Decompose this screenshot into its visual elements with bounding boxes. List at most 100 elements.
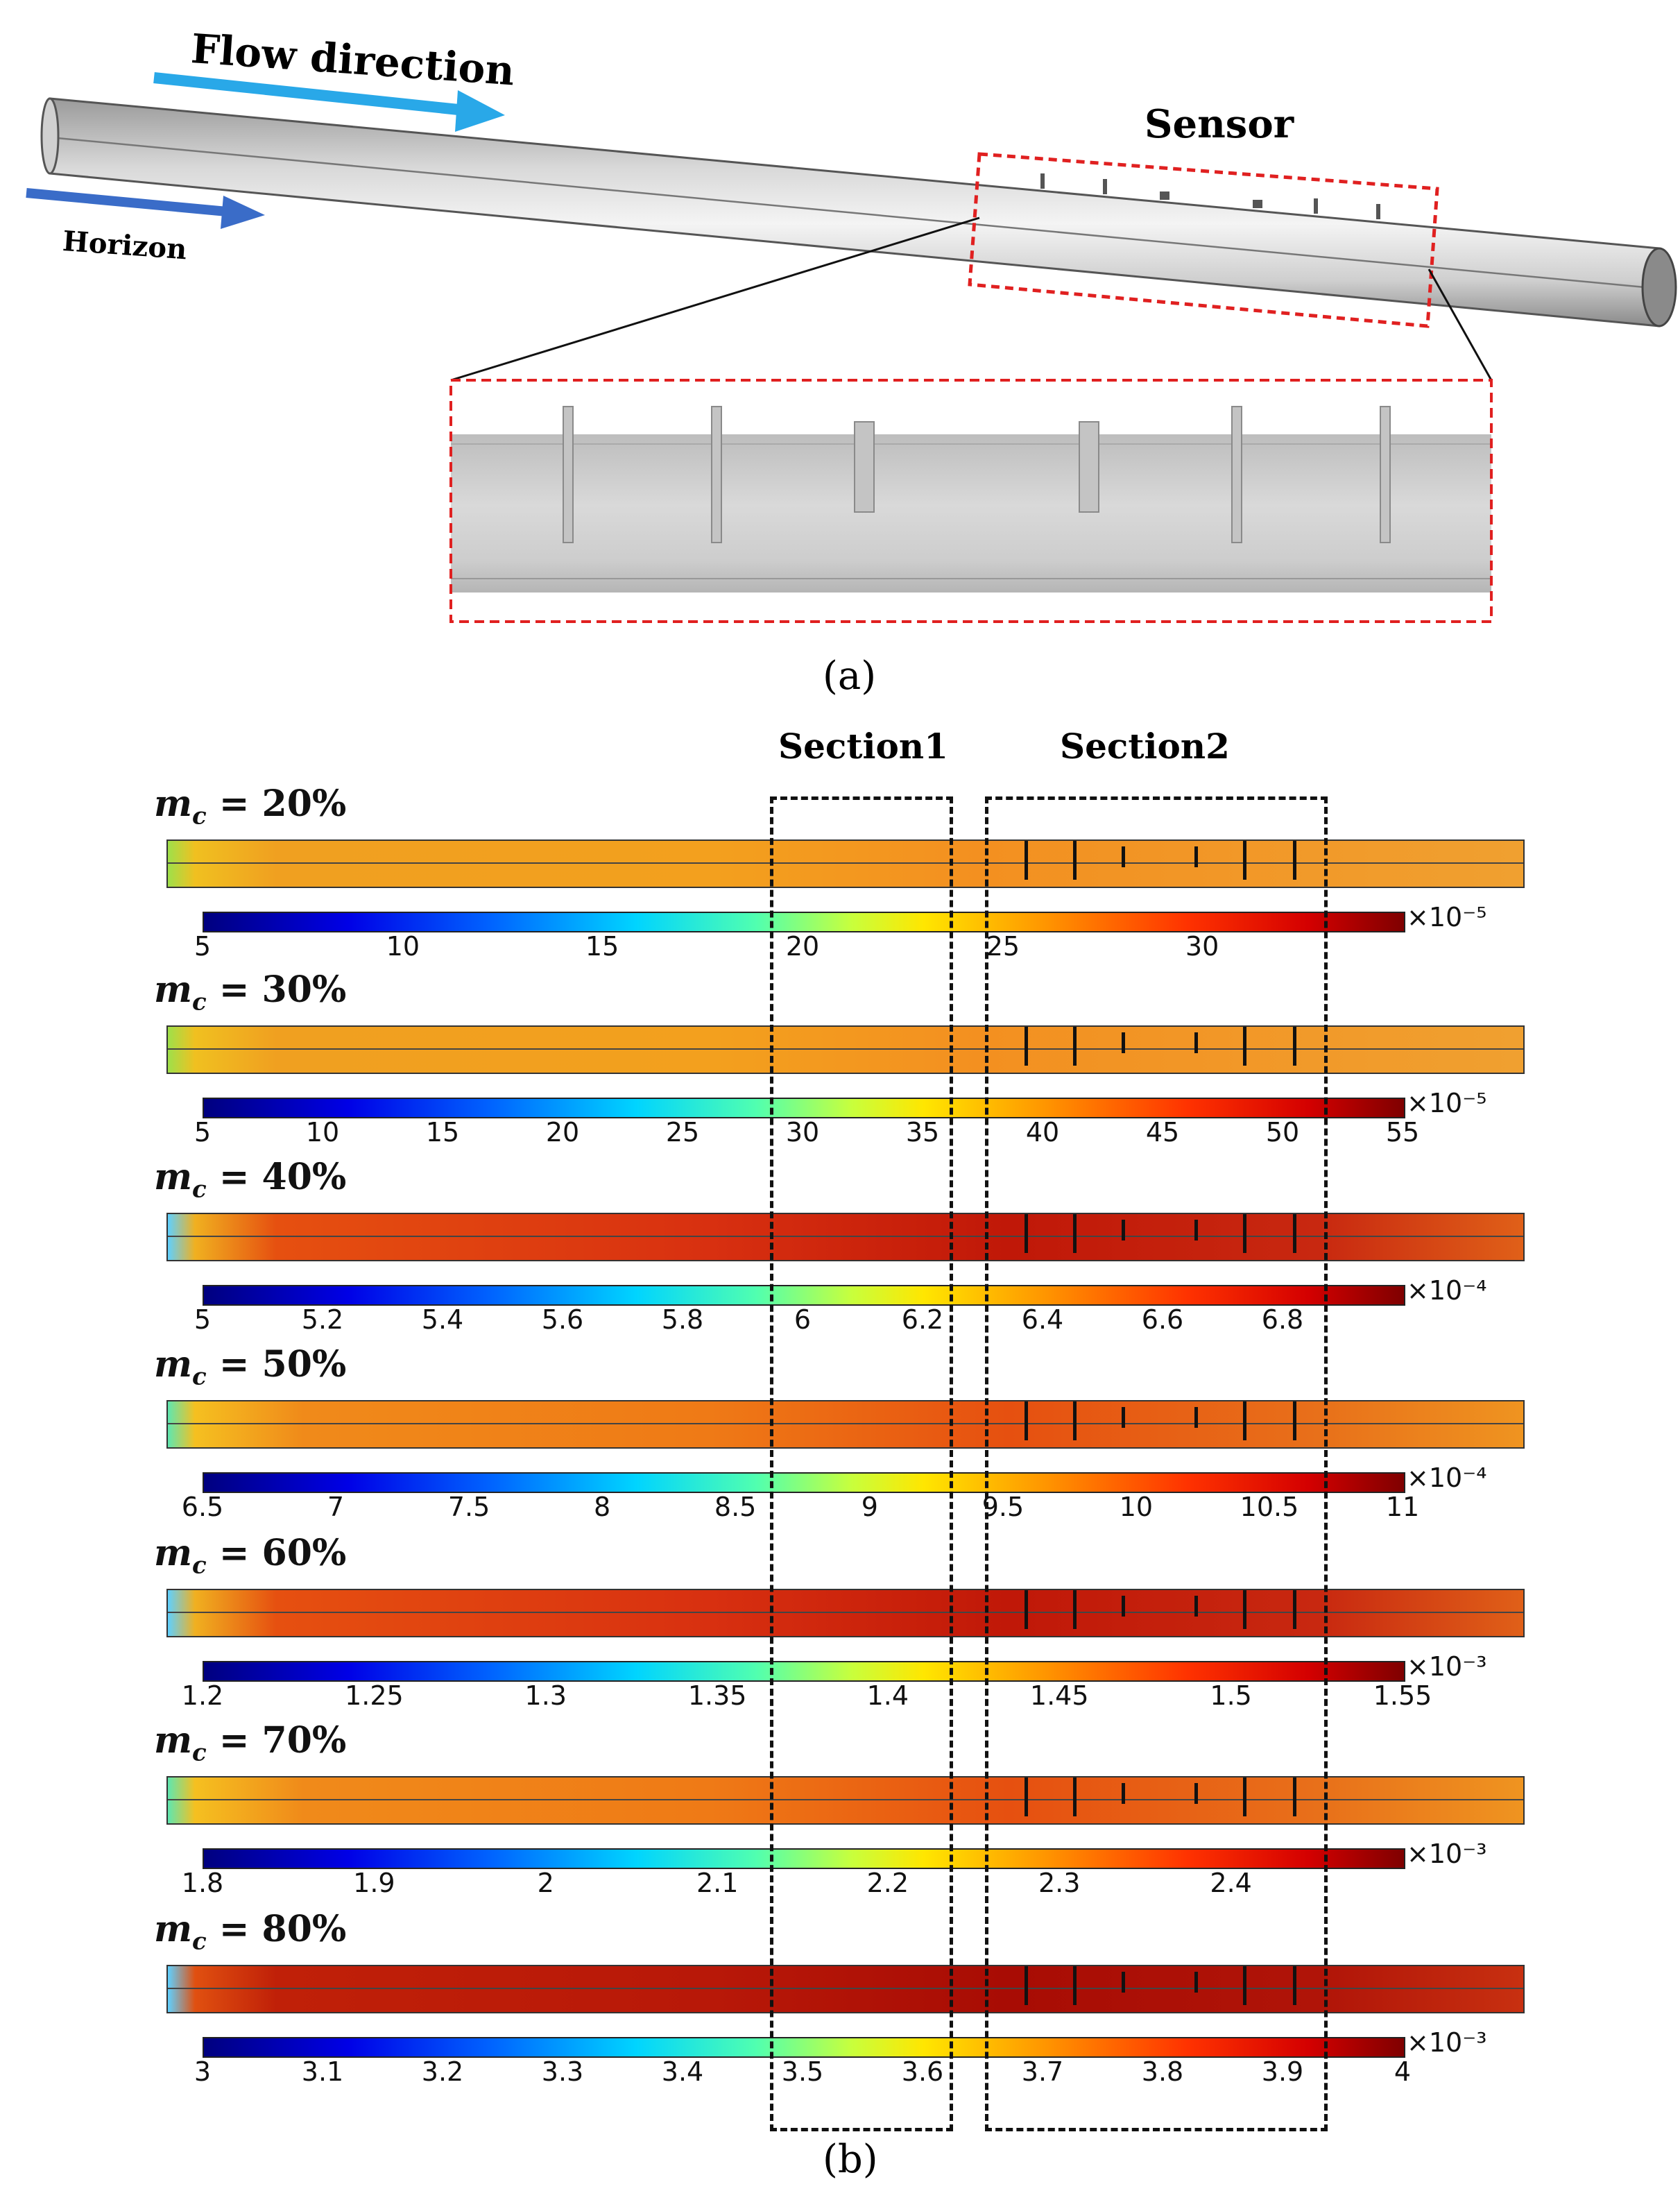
mc-label: mc = 40% [154,1156,347,1204]
colorbar-tick-label: 9 [861,1492,878,1522]
colorbar-tick-label: 1.3 [524,1680,567,1711]
colorbar-tick-label: 1.45 [1029,1680,1089,1711]
colorbar [203,1472,1405,1493]
colorbar-tick-label: 5.4 [421,1304,464,1335]
sensor-probe [1025,841,1028,880]
colorbar-tick-label: 40 [1025,1117,1060,1148]
sensor-probe [1073,1027,1077,1066]
sensor-probe [1194,1032,1198,1053]
mc-label: mc = 60% [154,1532,347,1580]
colorbar-multiplier: ×10⁻³ [1407,2027,1487,2058]
sensor-probe [1073,1401,1077,1440]
colorbar-tick-label: 5.8 [661,1304,704,1335]
pipe-outlet [1641,247,1677,327]
colorbar-tick-label: 1.5 [1210,1680,1252,1711]
colorbar [203,2037,1405,2058]
sensor-region-box [968,152,1439,328]
colorbar [203,1848,1405,1869]
colorbar-tick-label: 9.5 [982,1492,1025,1522]
concentration-field [166,1400,1525,1449]
colorbar-tick-label: 2.2 [866,1868,909,1898]
colorbar-tick-label: 2.1 [696,1868,739,1898]
colorbar-multiplier: ×10⁻³ [1407,1651,1487,1682]
colorbar-tick-label: 1.4 [866,1680,909,1711]
colorbar-tick-label: 5 [194,1304,212,1335]
colorbar-tick-label: 4 [1394,2056,1412,2087]
sensor-probe [1073,1966,1077,2005]
colorbar-tick-label: 5 [194,1117,212,1148]
colorbar-tick-label: 8 [593,1492,611,1522]
colorbar-tick-label: 6.4 [1021,1304,1064,1335]
sensor-probe [1194,1972,1198,1993]
mc-label: mc = 30% [154,969,347,1016]
sensor-zoom-view [449,379,1493,623]
sensor-probe [1122,1220,1125,1241]
section2-box [985,796,1328,2131]
sensor-probe [1243,1401,1246,1440]
sensor-probe [1293,1214,1296,1253]
colorbar-tick-label: 3.4 [661,2056,704,2087]
colorbar-tick-label: 6.2 [901,1304,944,1335]
sensor-probe [1194,1783,1198,1804]
colorbar-tick-label: 3.1 [301,2056,344,2087]
caption-a: (a) [823,654,877,699]
colorbar-tick-label: 8.5 [714,1492,757,1522]
sensor-probe [1293,841,1296,880]
pipe-centerline [168,862,1523,864]
sensor-probe [1243,1027,1246,1066]
colorbar-tick-label: 11 [1385,1492,1420,1522]
colorbar-tick-label: 2.3 [1038,1868,1081,1898]
colorbar-tick-label: 1.55 [1373,1680,1432,1711]
pipe-centerline [168,1236,1523,1237]
sensor-probe [1122,1407,1125,1428]
concentration-field [166,839,1525,888]
mc-label: mc = 80% [154,1908,347,1956]
colorbar-tick-label: 3 [194,2056,212,2087]
colorbar-tick-label: 20 [785,931,820,962]
sensor-probe [1243,1590,1246,1629]
sensor-probe [1293,1027,1296,1066]
colorbar-tick-label: 3.6 [901,2056,944,2087]
mc-value: = 70% [218,1719,347,1762]
colorbar-tick-label: 6.6 [1141,1304,1184,1335]
main-pipe [40,97,1677,327]
colorbar-multiplier: ×10⁻⁴ [1407,1275,1487,1306]
sensor-probe [1122,1972,1125,1993]
colorbar-tick-label: 20 [545,1117,580,1148]
colorbar-tick-label: 5.6 [541,1304,584,1335]
colorbar [203,1098,1405,1118]
sensor-probes [1040,173,1380,219]
sensor-probe [1073,841,1077,880]
pipe-centerline [168,1423,1523,1424]
pipe-centerline [168,1799,1523,1800]
colorbar-tick-label: 6 [794,1304,812,1335]
colorbar-tick-label: 15 [585,931,619,962]
mc-label: mc = 20% [154,783,347,830]
colorbar-tick-label: 1.8 [181,1868,224,1898]
sensor-probe [1122,1596,1125,1617]
colorbar-tick-label: 35 [905,1117,940,1148]
colorbar-tick-label: 3.2 [421,2056,464,2087]
sensor-probe [1073,1777,1077,1816]
colorbar-tick-label: 1.2 [181,1680,224,1711]
sensor-probe [1025,1777,1028,1816]
colorbar-tick-label: 1.9 [353,1868,395,1898]
mc-value: = 60% [218,1532,347,1574]
sensor-probe [1293,1401,1296,1440]
colorbar-tick-label: 3.3 [541,2056,584,2087]
concentration-field [166,1213,1525,1261]
colorbar-tick-label: 15 [425,1117,460,1148]
colorbar-tick-label: 45 [1145,1117,1180,1148]
colorbar-tick-label: 25 [986,931,1020,962]
colorbar-tick-label: 6.5 [181,1492,224,1522]
sensor-probe [1243,1214,1246,1253]
sensor-probe [1073,1590,1077,1629]
mc-value: = 40% [218,1156,347,1198]
concentration-field [166,1025,1525,1074]
sensor-probe [1025,1401,1028,1440]
sensor-probe [1293,1966,1296,2005]
mc-value: = 20% [218,783,347,825]
mc-label: mc = 50% [154,1343,347,1391]
mc-value: = 50% [218,1343,347,1386]
colorbar-tick-label: 30 [785,1117,820,1148]
